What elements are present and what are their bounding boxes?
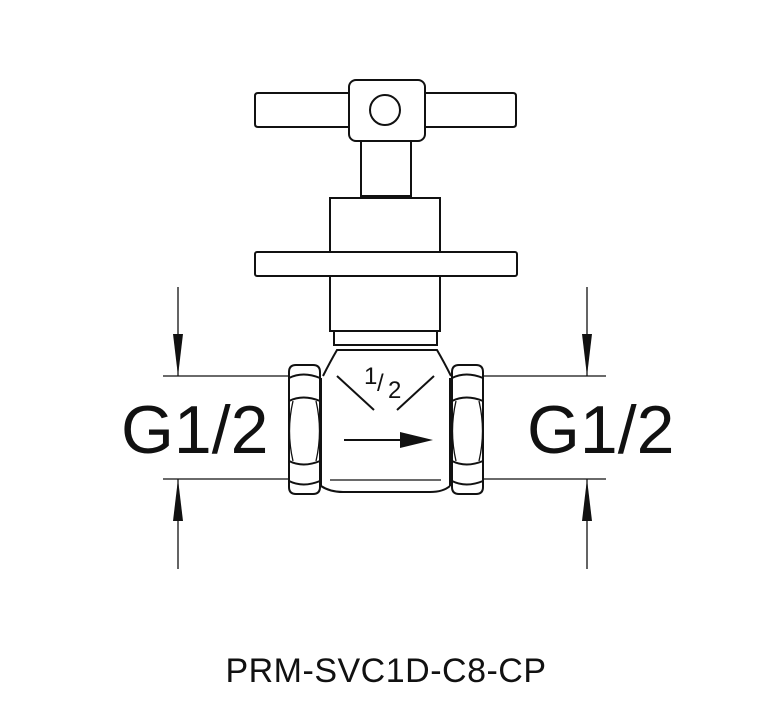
flow-direction-arrow: [344, 432, 433, 448]
left-thread-label: G1/2: [121, 392, 268, 468]
size-denominator: 2: [388, 377, 401, 404]
left-thread-dimension: G1/2: [121, 287, 289, 569]
bonnet-lower: [329, 275, 441, 332]
seat-line-right: [396, 375, 435, 411]
bonnet-ring: [333, 330, 438, 346]
right-thread-label: G1/2: [527, 392, 674, 468]
handle-hub-hole: [369, 94, 401, 126]
model-code: PRM-SVC1D-C8-CP: [225, 652, 546, 690]
handle-bar: [254, 92, 349, 128]
right-thread-dimension: G1/2: [483, 287, 674, 569]
handle-hub: [348, 79, 426, 142]
valve-stem: [360, 140, 412, 197]
bonnet-upper: [329, 197, 441, 253]
size-slash: /: [377, 370, 384, 397]
right-hex-nut: [451, 364, 484, 495]
seat-line-left: [336, 375, 375, 411]
size-numerator: 1: [364, 363, 377, 390]
cross-handle: [254, 79, 517, 142]
left-hex-nut: [288, 364, 321, 495]
valve-body: 1 / 2: [288, 349, 484, 495]
wall-flange: [254, 251, 518, 277]
